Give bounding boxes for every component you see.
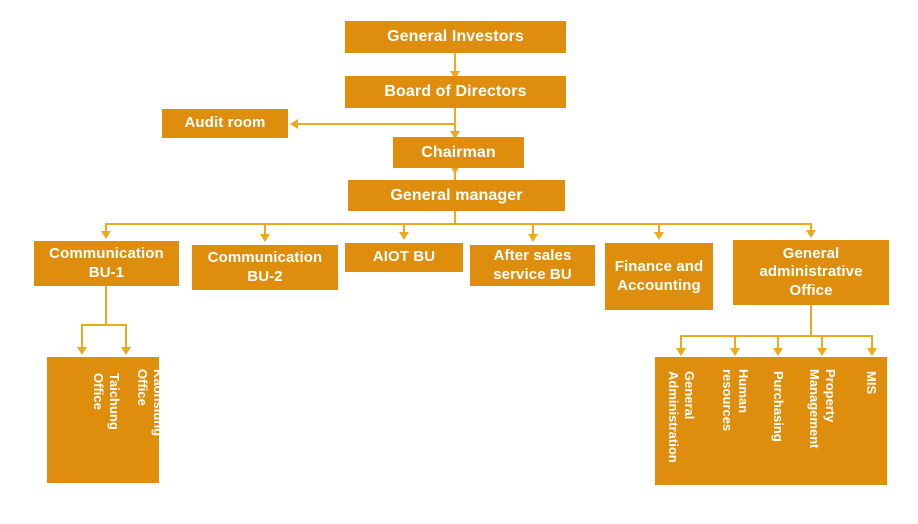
arrow-bus-to-general-admin	[806, 230, 816, 238]
node-audit-room[interactable]: Audit room	[162, 109, 288, 138]
connector-bus-to-comm-bu1	[105, 223, 107, 233]
label-human-resources-line2: resources	[720, 369, 735, 432]
node-communication-bu-1[interactable]: Communication BU-1	[34, 241, 179, 286]
connector-admin-to-general-administration	[680, 335, 682, 349]
label-mis: MIS	[864, 371, 879, 395]
node-after-sales-service-bu[interactable]: After sales service BU	[470, 245, 595, 286]
connector-admin-to-mis	[871, 335, 873, 349]
label-taichung-office-line1: Taichung	[107, 373, 122, 430]
label-property-management-line1: Property	[823, 369, 838, 423]
group-general-admin-departments: General Administration Human resources P…	[655, 357, 887, 485]
group-communication-bu1-offices: Taichung Office Kaohsiung Office	[47, 357, 166, 483]
arrow-bus-to-finance	[654, 232, 664, 240]
arrow-bus-to-comm-bu2	[260, 234, 270, 242]
arrow-comm-bu1-to-kaohsiung	[121, 347, 131, 355]
connector-bus-to-finance	[658, 223, 660, 233]
arrow-board-to-chairman	[450, 131, 460, 139]
connector-admin-to-human-resources	[734, 335, 736, 349]
node-chairman[interactable]: Chairman	[393, 137, 524, 168]
connector-admin-to-property-management	[821, 335, 823, 349]
node-communication-bu-2[interactable]: Communication BU-2	[192, 245, 338, 290]
connector-comm-bu1-drop	[105, 286, 107, 325]
connector-bus-to-general-admin	[810, 223, 812, 231]
connector-gm-to-bus	[454, 211, 456, 225]
connector-comm-bu1-to-taichung	[81, 324, 83, 348]
arrow-admin-to-human-resources	[730, 348, 740, 356]
arrow-admin-to-general-administration	[676, 348, 686, 356]
bus-general-admin-children	[680, 335, 873, 337]
connector-investors-to-board	[454, 52, 456, 74]
arrow-chairman-to-gm	[450, 166, 460, 174]
connector-bus-to-comm-bu2	[264, 223, 266, 235]
label-general-administration-line2: Administration	[666, 371, 681, 463]
label-taichung-office-line2: Office	[91, 373, 106, 410]
arrow-admin-to-purchasing	[773, 348, 783, 356]
node-board-of-directors[interactable]: Board of Directors	[345, 76, 566, 108]
connector-admin-to-purchasing	[777, 335, 779, 349]
node-finance-and-accounting[interactable]: Finance and Accounting	[605, 243, 713, 310]
label-kaohsiung-office-line2: Office	[135, 369, 150, 406]
connector-comm-bu1-to-kaohsiung	[125, 324, 127, 348]
node-general-manager[interactable]: General manager	[348, 180, 565, 211]
connector-general-admin-drop	[810, 305, 812, 336]
connector-board-to-audit	[297, 123, 455, 125]
bus-general-manager	[105, 223, 812, 225]
arrow-comm-bu1-to-taichung	[77, 347, 87, 355]
arrow-bus-to-comm-bu1	[101, 231, 111, 239]
node-general-investors[interactable]: General Investors	[345, 21, 566, 53]
label-kaohsiung-office-line1: Kaohsiung	[151, 369, 166, 437]
label-property-management-line2: Management	[807, 369, 822, 449]
arrow-bus-to-after-sales	[528, 234, 538, 242]
bus-comm-bu1-children	[81, 324, 127, 326]
label-human-resources-line1: Human	[736, 369, 751, 414]
arrow-board-to-audit	[290, 119, 298, 129]
connector-bus-to-aiot	[403, 223, 405, 233]
node-aiot-bu[interactable]: AIOT BU	[345, 243, 463, 272]
label-general-administration-line1: General	[682, 371, 697, 420]
connector-bus-to-after-sales	[532, 223, 534, 235]
connector-board-to-chairman	[454, 107, 456, 136]
arrow-investors-to-board	[450, 71, 460, 79]
connector-chairman-to-gm	[454, 168, 456, 185]
node-general-administrative-office[interactable]: General administrative Office	[733, 240, 889, 305]
arrow-admin-to-property-management	[817, 348, 827, 356]
label-purchasing: Purchasing	[771, 371, 786, 442]
arrow-admin-to-mis	[867, 348, 877, 356]
arrow-bus-to-aiot	[399, 232, 409, 240]
